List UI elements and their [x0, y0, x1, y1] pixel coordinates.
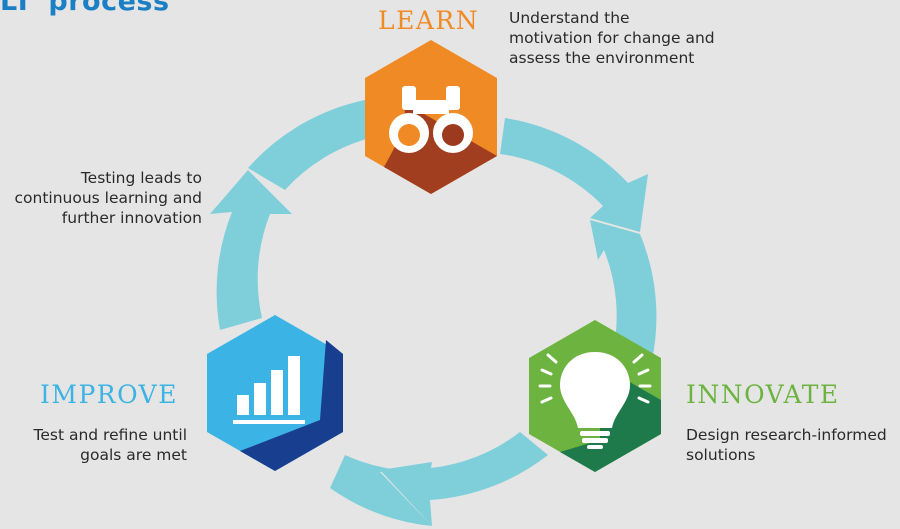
cycle-arrow-improve-to-learn — [210, 170, 292, 330]
cycle-arrow-improve-approach — [330, 455, 432, 526]
improve-label: IMPROVE — [40, 380, 178, 409]
bar-chart-icon — [233, 356, 305, 424]
cycle-arrow-learn-to-innovate — [500, 118, 648, 232]
innovate-description: Design research-informed solutions — [686, 426, 887, 464]
cycle-arrow-innovate-approach — [590, 220, 657, 360]
learn-description: Understand the motivation for change and… — [509, 9, 715, 67]
cycle-arrow-learn-approach — [248, 100, 370, 190]
innovate-label: INNOVATE — [686, 380, 840, 409]
lightbulb-icon — [538, 352, 652, 449]
cycle-note: Testing leads to continuous learning and… — [14, 169, 203, 227]
improve-hexagon — [207, 315, 343, 471]
cycle-arrow-innovate-to-improve — [380, 432, 548, 526]
learn-label: LEARN — [378, 6, 480, 35]
cycle-arrows — [210, 100, 657, 526]
binoculars-icon — [389, 86, 473, 153]
innovate-hexagon — [529, 320, 661, 472]
improve-description: Test and refine until goals are met — [33, 426, 188, 464]
page-title: LI2 process — [0, 0, 170, 17]
learn-hexagon — [365, 40, 497, 194]
